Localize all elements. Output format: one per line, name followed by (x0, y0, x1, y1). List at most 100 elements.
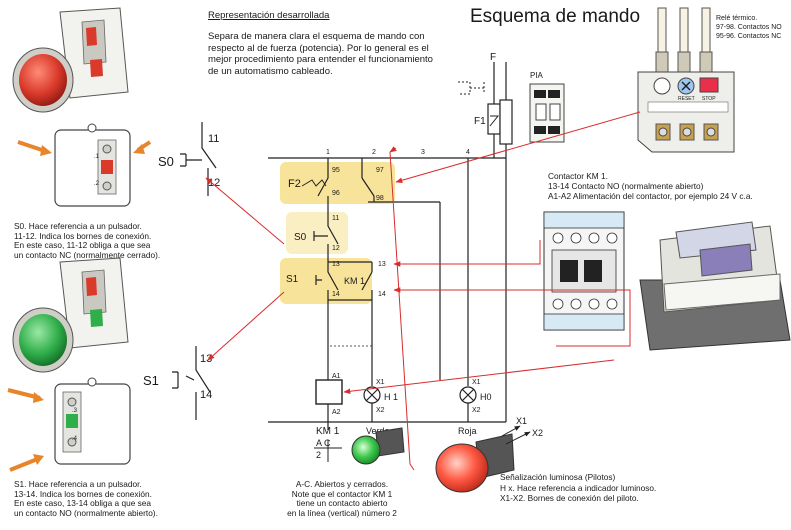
stop-label: STOP (702, 96, 716, 102)
main-title: Esquema de mando (470, 6, 641, 27)
ac-note-3: tiene un contacto abierto (296, 498, 388, 509)
s1-symbol (172, 346, 211, 420)
s1-note-3: En este caso, 13-14 obliga a que sea (14, 498, 151, 509)
s0-11: 11 (208, 133, 219, 145)
intro-line-3: mejor procedimiento para entender el fun… (208, 54, 433, 65)
annotation-arrows (205, 111, 641, 471)
coil-a2: A2 (332, 409, 341, 416)
circuit-s0-12: 12 (332, 245, 340, 252)
red-pushbutton-illustration (12, 7, 129, 113)
pia-breaker (529, 83, 565, 143)
s0-note-4: un contacto NC (normalmente cerrado). (14, 249, 161, 260)
pilot-x2-arrow (505, 431, 531, 445)
s1-13: 13 (200, 353, 212, 365)
h0-x2: X2 (472, 407, 481, 414)
circuit-km1-13: 13 (378, 261, 386, 268)
s1-note-1: S1. Hace referencia a un pulsador. (14, 479, 142, 489)
ac-note-1: A-C. Abiertos y cerrados. (295, 479, 389, 489)
green-pilot-light (351, 427, 405, 465)
f2-98: 98 (376, 195, 384, 202)
pilot-x1-arrow (501, 425, 521, 437)
line-1: 1 (326, 149, 330, 156)
circuit-km1-contact-label: KM 1 (344, 276, 365, 286)
circuit-s1-label: S1 (286, 274, 299, 285)
line-2: 2 (372, 149, 376, 156)
contactor-note-1: Contactor KM 1. (548, 171, 608, 181)
ac-note-2: Note que el contactor KM 1 (291, 488, 393, 499)
circuit-s0-11: 11 (332, 215, 339, 222)
intro-line-2: respecto al de fuerza (potencia). Por lo… (208, 42, 429, 54)
s0-note-2: 11-12. Indica los bornes de conexión. (14, 230, 152, 241)
nc-contact-block: .1 .2 (54, 123, 131, 207)
roja-label: Roja (458, 426, 477, 436)
h0-x1: X1 (472, 379, 481, 386)
contactor-note: Contactor KM 1. 13-14 Contacto NO (norma… (548, 171, 788, 201)
h1-label: H 1 (384, 392, 398, 402)
s0-12: 12 (208, 177, 220, 189)
verde-label: Verde (366, 426, 390, 436)
f2-96: 96 (332, 190, 340, 197)
f-label: F (490, 52, 496, 63)
h1-x2: X2 (376, 407, 385, 414)
s1-km1-highlight (280, 258, 372, 304)
intro-line-4: de un automatismo cableado. (208, 65, 333, 77)
piloto-note-3: X1-X2. Bornes de conexión del piloto. (500, 493, 639, 504)
h0-label: H0 (480, 392, 492, 402)
ac-note: A-C. Abiertos y cerrados. Note que el co… (272, 479, 412, 518)
s0-label: S0 (158, 154, 174, 169)
f2-95: 95 (332, 167, 340, 174)
circuit-km1-14: 14 (378, 291, 386, 298)
contactor-illustration (639, 221, 791, 351)
reset-label: RESET (678, 96, 695, 102)
svg-text:.4: .4 (72, 436, 78, 442)
orange-arrow-low (9, 456, 41, 472)
contactor-note-2: 13-14 Contacto NO (normalmente abierto) (548, 180, 704, 191)
f2-label: F2 (288, 178, 301, 190)
line-4: 4 (466, 149, 470, 156)
piloto-note: Señalización luminosa (Pilotos) H x. Hac… (500, 472, 720, 504)
pilot-x2-label: X2 (532, 428, 543, 438)
s0-note-3: En este caso, 11-12 obliga a que sea (14, 240, 151, 251)
pia-label: PIA (530, 71, 544, 80)
s1-note-4: un contacto NO (normalmente abierto). (14, 507, 158, 518)
control-circuit (268, 62, 513, 462)
f2-highlight (280, 162, 395, 204)
circuit-s1-13: 13 (332, 261, 340, 268)
circuit-s1-14: 14 (332, 291, 340, 298)
ac-label: A C (316, 438, 331, 448)
s0-highlight (286, 212, 348, 254)
thermal-relay-illustration: RESET STOP (637, 7, 735, 153)
rele-note: Relé térmico. 97-98. Contactos NO 95-96.… (716, 14, 791, 41)
s1-note-2: 13-14. Indica los bornes de conexión. (14, 488, 152, 499)
rele-note-2: 97-98. Contactos NO (716, 24, 782, 31)
f2-97: 97 (376, 167, 384, 174)
svg-text:.2: .2 (94, 181, 100, 187)
ac-note-4: en la línea (vertical) número 2 (287, 507, 397, 518)
subtitle: Representación desarrollada (208, 10, 330, 21)
intro-text: Separa de manera clara el esquema de man… (208, 31, 468, 77)
pilot-x1-label: X1 (516, 416, 527, 426)
line-3: 3 (421, 149, 425, 156)
rele-note-1: Relé térmico. (716, 15, 758, 22)
red-pilot-light (435, 433, 515, 493)
contactor-note-3: A1-A2 Alimentación del contactor, por ej… (548, 190, 753, 201)
s0-note-1: S0. Hace referencia a un pulsador. (14, 221, 142, 231)
f1-label: F1 (474, 116, 486, 127)
piloto-note-1: Señalización luminosa (Pilotos) (500, 472, 616, 482)
green-pushbutton-illustration (12, 257, 129, 373)
ac-two: 2 (316, 450, 321, 460)
rele-note-3: 95-96. Contactos NC (716, 33, 782, 40)
s1-14: 14 (200, 389, 212, 401)
intro-line-1: Separa de manera clara el esquema de man… (208, 31, 425, 42)
h1-x1: X1 (376, 379, 385, 386)
piloto-note-2: H x. Hace referencia a indicador luminos… (500, 482, 657, 493)
s0-note: S0. Hace referencia a un pulsador. 11-12… (14, 221, 214, 260)
coil-km1-label: KM 1 (316, 426, 340, 437)
circuit-s0-label: S0 (294, 232, 307, 243)
contactor-symbol (543, 211, 625, 331)
svg-text:.1: .1 (94, 154, 100, 160)
s1-note: S1. Hace referencia a un pulsador. 13-14… (14, 479, 214, 518)
coil-a1: A1 (332, 373, 341, 380)
